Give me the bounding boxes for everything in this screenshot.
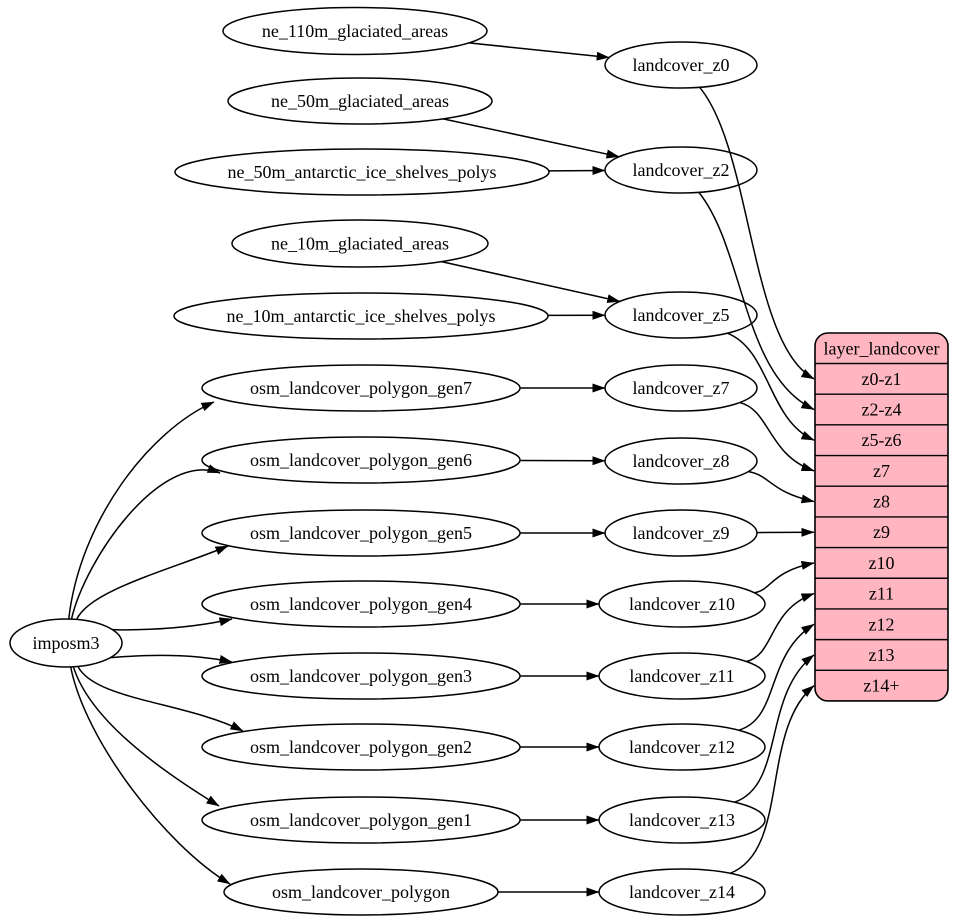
edge-landcover_z14-to-layer_landcover:z14+ (729, 685, 815, 874)
edge-landcover_z2-to-layer_landcover:z2-z4 (698, 191, 815, 411)
record-row-z13: z13 (869, 645, 895, 665)
node-label-osm_landcover_polygon_gen2: osm_landcover_polygon_gen2 (250, 737, 472, 757)
node-label-landcover_z5: landcover_z5 (633, 305, 730, 325)
node-label-imposm3: imposm3 (32, 633, 99, 653)
node-label-landcover_z2: landcover_z2 (633, 160, 730, 180)
record-row-z10: z10 (869, 553, 895, 573)
node-label-ne_10m_glaciated_areas: ne_10m_glaciated_areas (271, 234, 449, 254)
node-label-osm_landcover_polygon_gen6: osm_landcover_polygon_gen6 (250, 450, 472, 470)
node-label-landcover_z9: landcover_z9 (633, 523, 730, 543)
node-landcover_z0 (604, 41, 758, 89)
edge-landcover_z5-to-layer_landcover:z5-z6 (727, 332, 815, 441)
node-label-osm_landcover_polygon_gen1: osm_landcover_polygon_gen1 (250, 810, 472, 830)
edge-landcover_z13-to-layer_landcover:z13 (734, 654, 815, 803)
edge-imposm3-to-osm_landcover_polygon_gen2 (77, 666, 244, 732)
node-ne_50m_antarctic_ice_shelves_polys (174, 148, 550, 196)
node-label-osm_landcover_polygon_gen4: osm_landcover_polygon_gen4 (250, 594, 472, 614)
node-label-ne_50m_glaciated_areas: ne_50m_glaciated_areas (271, 91, 449, 111)
node-ne_10m_glaciated_areas (231, 219, 489, 268)
record-row-z11: z11 (869, 584, 894, 604)
node-label-ne_50m_antarctic_ice_shelves_polys: ne_50m_antarctic_ice_shelves_polys (228, 162, 497, 182)
edge-landcover_z12-to-layer_landcover:z12 (738, 623, 815, 731)
record-row-z8: z8 (873, 492, 890, 512)
record-row-z2-z4: z2-z4 (862, 400, 902, 420)
node-label-osm_landcover_polygon_gen5: osm_landcover_polygon_gen5 (250, 523, 472, 543)
node-ne_50m_glaciated_areas (227, 77, 493, 125)
edge-imposm3-to-osm_landcover_polygon_gen1 (72, 666, 220, 807)
edge-landcover_z10-to-layer_landcover:z10 (754, 561, 815, 594)
edge-imposm3-to-osm_landcover_polygon_gen3 (110, 654, 233, 664)
record-row-z14+: z14+ (863, 676, 899, 696)
record-title: layer_landcover (824, 338, 940, 358)
edge-imposm3-to-osm_landcover_polygon_gen7 (67, 401, 215, 620)
node-label-landcover_z12: landcover_z12 (629, 737, 735, 757)
record-row-z7: z7 (873, 461, 890, 481)
edge-imposm3-to-osm_landcover_polygon (69, 666, 231, 885)
node-imposm3 (9, 618, 123, 668)
edge-ne_10m_glaciated_areas-to-landcover_z5 (441, 260, 621, 304)
edge-imposm3-to-osm_landcover_polygon_gen6 (70, 464, 221, 620)
node-layer: imposm3 ne_110m_glaciated_areas ne_50m_gla… (9, 6, 766, 916)
edge-landcover_z0-to-layer_landcover:z0-z1 (699, 86, 815, 380)
node-label-osm_landcover_polygon_gen3: osm_landcover_polygon_gen3 (250, 666, 472, 686)
node-label-landcover_z10: landcover_z10 (629, 594, 735, 614)
edge-imposm3-to-osm_landcover_polygon_gen4 (111, 617, 233, 631)
node-label-landcover_z13: landcover_z13 (629, 810, 735, 830)
node-label-landcover_z0: landcover_z0 (633, 55, 730, 75)
record-layer: layer_landcover z0-z1 z2-z4 z5-z6 z7 z8 z9 z10 z… (814, 332, 949, 702)
record-row-z12: z12 (869, 614, 895, 634)
node-label-osm_landcover_polygon: osm_landcover_polygon (272, 882, 450, 902)
edge-landcover_z7-to-layer_landcover:z7 (739, 401, 815, 472)
edge-imposm3-to-osm_landcover_polygon_gen5 (75, 545, 229, 620)
node-label-ne_110m_glaciated_areas: ne_110m_glaciated_areas (262, 21, 448, 41)
edge-landcover_z8-to-layer_landcover:z8 (748, 470, 815, 504)
record-row-z5-z6: z5-z6 (862, 430, 902, 450)
record-row-z9: z9 (873, 522, 890, 542)
record-row-z0-z1: z0-z1 (862, 369, 902, 389)
node-label-osm_landcover_polygon_gen7: osm_landcover_polygon_gen7 (250, 378, 472, 398)
edge-ne_50m_glaciated_areas-to-landcover_z2 (442, 118, 620, 159)
node-label-landcover_z11: landcover_z11 (629, 666, 734, 686)
node-label-ne_10m_antarctic_ice_shelves_polys: ne_10m_antarctic_ice_shelves_polys (227, 306, 496, 326)
node-label-landcover_z7: landcover_z7 (633, 378, 730, 398)
node-label-landcover_z8: landcover_z8 (633, 451, 730, 471)
edge-ne_110m_glaciated_areas-to-landcover_z0 (468, 42, 610, 61)
edge-landcover_z11-to-layer_landcover:z11 (746, 592, 815, 663)
edge-layer (67, 42, 815, 897)
node-ne_110m_glaciated_areas (222, 6, 488, 56)
node-label-landcover_z14: landcover_z14 (629, 882, 735, 902)
